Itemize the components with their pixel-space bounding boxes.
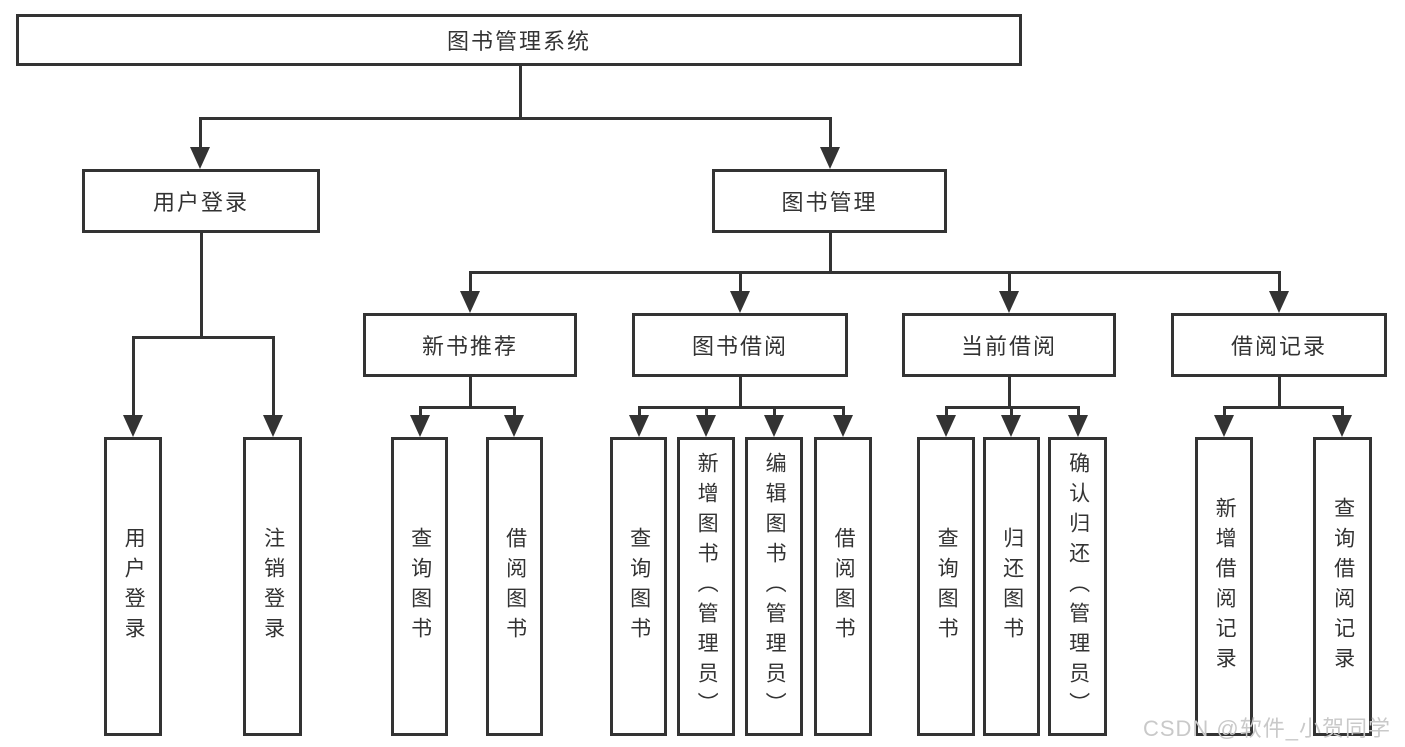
node-current-borrow: 当前借阅 (902, 313, 1116, 377)
leaf-current-query-books: 查询图书 (917, 437, 975, 736)
arrowhead-down-icon (820, 147, 840, 169)
arrowhead-down-icon (833, 415, 853, 437)
arrowhead-down-icon (730, 291, 750, 313)
leaf-user-login-label: 用户登录 (122, 526, 146, 647)
leaf-borrow-books: 借阅图书 (814, 437, 872, 736)
leaf-add-books-admin: 新增图书（管理员） (677, 437, 735, 736)
connector-line (1277, 377, 1281, 407)
node-user-login-branch: 用户登录 (82, 169, 320, 233)
leaf-logout: 注销登录 (243, 437, 302, 736)
connector-line (1277, 272, 1281, 294)
node-book-borrow-label: 图书借阅 (691, 334, 788, 359)
arrowhead-down-icon (410, 415, 430, 437)
connector-line (518, 66, 522, 118)
node-current-borrow-label: 当前借阅 (960, 334, 1057, 359)
leaf-borrow-query-books-label: 查询图书 (627, 526, 651, 647)
leaf-borrow-query-books: 查询图书 (610, 437, 667, 736)
connector-line (1222, 405, 1344, 409)
leaf-return-books: 归还图书 (983, 437, 1040, 736)
arrowhead-down-icon (190, 147, 210, 169)
node-root-label: 图书管理系统 (446, 29, 591, 54)
connector-line (637, 407, 641, 418)
connector-line (828, 233, 832, 272)
leaf-add-borrow-record: 新增借阅记录 (1195, 437, 1253, 736)
connector-line (738, 272, 742, 294)
node-new-book-recommend: 新书推荐 (363, 313, 577, 377)
connector-line (704, 407, 708, 418)
arrowhead-down-icon (1269, 291, 1289, 313)
connector-line (738, 377, 742, 407)
connector-line (198, 118, 202, 150)
arrowhead-down-icon (1332, 415, 1352, 437)
arrowhead-down-icon (696, 415, 716, 437)
arrowhead-down-icon (1214, 415, 1234, 437)
leaf-user-login: 用户登录 (104, 437, 162, 736)
connector-line (772, 407, 776, 418)
node-root-system: 图书管理系统 (16, 14, 1022, 66)
node-book-borrow: 图书借阅 (632, 313, 848, 377)
leaf-edit-books-admin: 编辑图书（管理员） (745, 437, 803, 736)
leaf-add-books-admin-label: 新增图书（管理员） (695, 451, 719, 722)
connector-line (1222, 407, 1226, 418)
arrowhead-down-icon (1001, 415, 1021, 437)
arrowhead-down-icon (629, 415, 649, 437)
connector-line (418, 405, 516, 409)
connector-line (131, 335, 275, 339)
leaf-current-query-books-label: 查询图书 (935, 526, 959, 647)
arrowhead-down-icon (123, 415, 143, 437)
leaf-confirm-return-admin: 确认归还（管理员） (1048, 437, 1107, 736)
connector-line (198, 116, 832, 120)
leaf-rec-borrow-books: 借阅图书 (486, 437, 543, 736)
arrowhead-down-icon (504, 415, 524, 437)
node-user-login-branch-label: 用户登录 (152, 190, 249, 215)
connector-line (468, 272, 472, 294)
connector-line (271, 337, 275, 418)
connector-line (468, 270, 1281, 274)
leaf-rec-query-books-label: 查询图书 (408, 526, 432, 647)
leaf-query-borrow-record-label: 查询借阅记录 (1331, 496, 1355, 677)
connector-line (944, 407, 948, 418)
connector-line (944, 405, 1080, 409)
connector-line (828, 118, 832, 150)
leaf-rec-query-books: 查询图书 (391, 437, 448, 736)
node-borrow-records: 借阅记录 (1171, 313, 1387, 377)
arrowhead-down-icon (1068, 415, 1088, 437)
leaf-borrow-books-label: 借阅图书 (832, 526, 856, 647)
connector-line (468, 377, 472, 407)
leaf-return-books-label: 归还图书 (1000, 526, 1024, 647)
connector-line (841, 407, 845, 418)
leaf-rec-borrow-books-label: 借阅图书 (503, 526, 527, 647)
arrowhead-down-icon (460, 291, 480, 313)
connector-line (637, 405, 845, 409)
arrowhead-down-icon (764, 415, 784, 437)
arrowhead-down-icon (936, 415, 956, 437)
connector-line (1076, 407, 1080, 418)
node-borrow-records-label: 借阅记录 (1230, 334, 1327, 359)
node-new-book-recommend-label: 新书推荐 (421, 334, 518, 359)
connector-line (1340, 407, 1344, 418)
arrowhead-down-icon (999, 291, 1019, 313)
connector-line (418, 407, 422, 418)
watermark: CSDN @软件_小贺同学 (1142, 716, 1391, 741)
node-book-management: 图书管理 (712, 169, 947, 233)
leaf-confirm-return-admin-label: 确认归还（管理员） (1066, 451, 1090, 722)
connector-line (199, 233, 203, 337)
leaf-edit-books-admin-label: 编辑图书（管理员） (763, 451, 787, 722)
node-book-management-label: 图书管理 (781, 190, 878, 215)
leaf-logout-label: 注销登录 (261, 526, 285, 647)
leaf-add-borrow-record-label: 新增借阅记录 (1213, 496, 1237, 677)
connector-line (131, 337, 135, 418)
connector-line (1007, 272, 1011, 294)
connector-line (1007, 377, 1011, 407)
connector-line (1009, 407, 1013, 418)
connector-line (512, 407, 516, 418)
leaf-query-borrow-record: 查询借阅记录 (1313, 437, 1372, 736)
arrowhead-down-icon (263, 415, 283, 437)
